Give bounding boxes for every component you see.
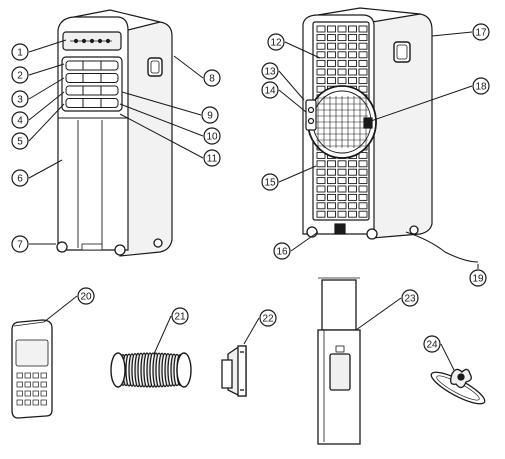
callout-1: 1 bbox=[12, 44, 28, 60]
leader-line-14 bbox=[279, 90, 306, 112]
callout-21: 21 bbox=[172, 308, 188, 324]
leader-line-6 bbox=[29, 160, 62, 178]
callout-label: 6 bbox=[17, 174, 23, 185]
callout-label: 12 bbox=[270, 38, 282, 49]
callout-label: 4 bbox=[17, 116, 23, 127]
callout-4: 4 bbox=[12, 112, 28, 128]
leader-line-17 bbox=[432, 32, 472, 36]
window-slider-kit bbox=[318, 278, 360, 444]
callout-5: 5 bbox=[12, 133, 28, 149]
callout-label: 9 bbox=[207, 111, 213, 122]
callout-20: 20 bbox=[78, 288, 94, 304]
callout-label: 14 bbox=[264, 86, 276, 97]
unit-rear-view bbox=[303, 8, 478, 262]
callout-13: 13 bbox=[262, 63, 278, 79]
unit-front-view bbox=[57, 10, 172, 256]
callout-16: 16 bbox=[274, 243, 290, 259]
leader-line-8 bbox=[174, 56, 203, 78]
callout-label: 21 bbox=[174, 312, 186, 323]
callout-15: 15 bbox=[262, 174, 278, 190]
callout-22: 22 bbox=[260, 310, 276, 326]
callout-18: 18 bbox=[473, 78, 489, 94]
window-adaptor bbox=[222, 346, 246, 396]
callout-label: 22 bbox=[262, 314, 274, 325]
callout-label: 19 bbox=[472, 274, 484, 285]
leader-line-22 bbox=[244, 318, 259, 344]
callout-9: 9 bbox=[202, 107, 218, 123]
callout-label: 13 bbox=[264, 67, 276, 78]
exhaust-hose bbox=[111, 353, 191, 387]
callout-label: 5 bbox=[17, 137, 23, 148]
callout-12: 12 bbox=[268, 34, 284, 50]
callout-label: 2 bbox=[17, 71, 23, 82]
callout-label: 18 bbox=[475, 82, 487, 93]
remote-control bbox=[12, 320, 52, 418]
callout-14: 14 bbox=[262, 82, 278, 98]
callout-8: 8 bbox=[204, 70, 220, 86]
leader-line-24 bbox=[441, 344, 454, 370]
callout-label: 1 bbox=[17, 48, 23, 59]
leader-line-20 bbox=[44, 296, 77, 322]
leader-line-21 bbox=[154, 316, 171, 354]
callout-23: 23 bbox=[402, 290, 418, 306]
callout-3: 3 bbox=[12, 91, 28, 107]
callout-label: 8 bbox=[209, 74, 215, 85]
callout-19: 19 bbox=[470, 270, 486, 286]
callout-17: 17 bbox=[473, 24, 489, 40]
leader-line-13 bbox=[279, 71, 304, 100]
callout-label: 20 bbox=[80, 292, 92, 303]
callout-24: 24 bbox=[424, 336, 440, 352]
callout-7: 7 bbox=[12, 236, 28, 252]
callout-label: 17 bbox=[475, 28, 487, 39]
callout-10: 10 bbox=[204, 128, 220, 144]
leader-line-16 bbox=[291, 232, 318, 251]
callout-label: 23 bbox=[404, 294, 416, 305]
callout-label: 24 bbox=[426, 340, 438, 351]
callout-label: 11 bbox=[207, 154, 218, 165]
callout-11: 11 bbox=[204, 150, 220, 166]
drain-fitting bbox=[428, 367, 488, 409]
callout-label: 7 bbox=[17, 240, 23, 251]
callout-label: 16 bbox=[276, 247, 288, 258]
callout-label: 15 bbox=[264, 178, 276, 189]
leader-line-23 bbox=[356, 298, 401, 330]
callout-6: 6 bbox=[12, 170, 28, 186]
callout-2: 2 bbox=[12, 67, 28, 83]
callout-label: 3 bbox=[17, 95, 23, 106]
callout-label: 10 bbox=[206, 132, 218, 143]
